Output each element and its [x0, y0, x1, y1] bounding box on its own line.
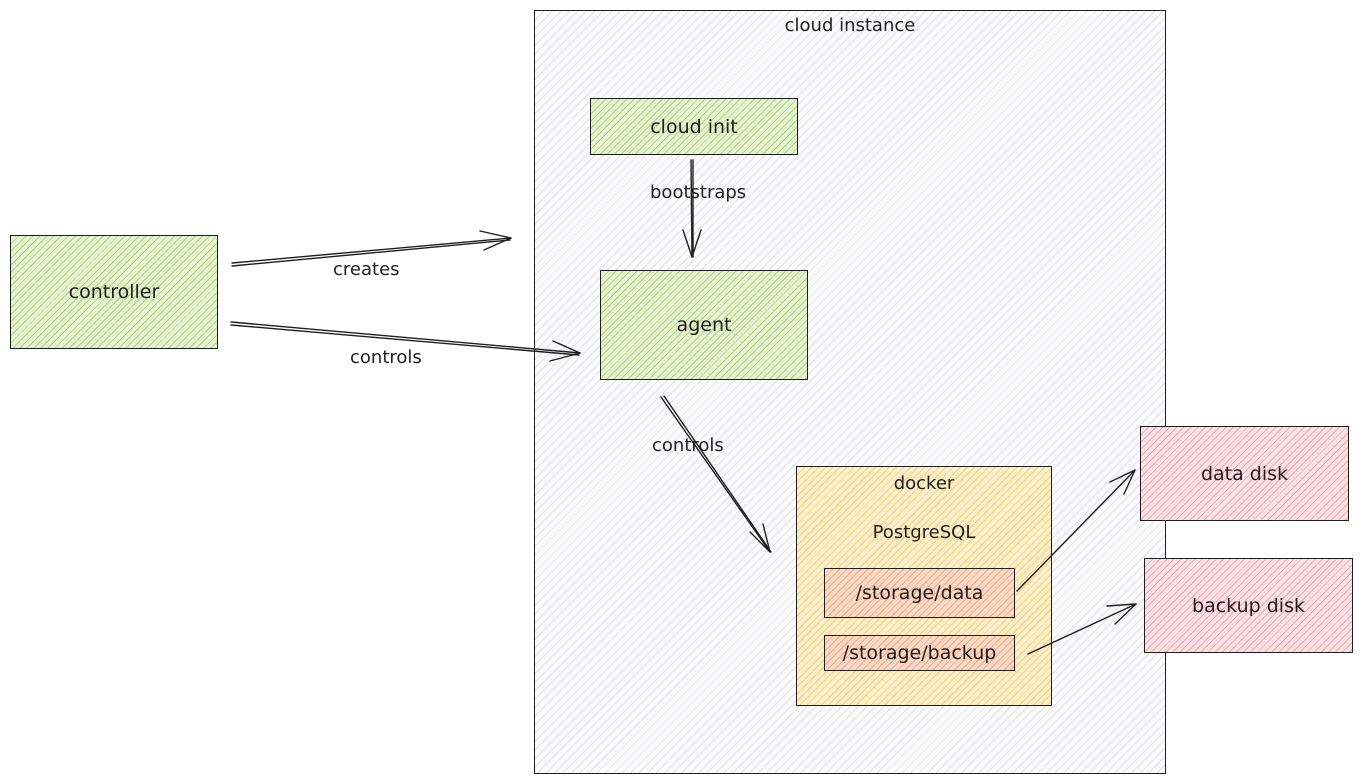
storage-data-label: /storage/data — [855, 582, 984, 604]
controller-controls-arrow — [230, 321, 581, 362]
backup-disk-arrow — [1027, 603, 1137, 655]
docker-container[interactable]: docker PostgreSQL /storage/data /storage… — [796, 466, 1052, 706]
creates-arrow — [231, 230, 512, 267]
agent-node[interactable]: agent — [600, 270, 808, 380]
postgresql-label: PostgreSQL — [872, 522, 976, 543]
cloud-init-node[interactable]: cloud init — [590, 98, 798, 155]
cloud-init-label: cloud init — [650, 115, 738, 138]
docker-label: docker — [893, 473, 955, 494]
backup-disk-node[interactable]: backup disk — [1144, 558, 1353, 653]
data-disk-label: data disk — [1200, 462, 1289, 485]
agent-label: agent — [676, 314, 732, 336]
controller-controls-edge-label: controls — [350, 347, 422, 368]
cloud-instance-label: cloud instance — [784, 15, 916, 36]
storage-data-mount[interactable]: /storage/data — [824, 568, 1015, 618]
storage-backup-mount[interactable]: /storage/backup — [824, 635, 1015, 671]
bootstraps-arrow — [682, 159, 702, 258]
backup-disk-label: backup disk — [1192, 594, 1305, 617]
bootstraps-edge-label: bootstraps — [650, 182, 747, 203]
data-disk-arrow — [1016, 469, 1136, 592]
creates-edge-label: creates — [333, 259, 400, 280]
controller-node[interactable]: controller — [10, 235, 218, 349]
data-disk-node[interactable]: data disk — [1140, 426, 1349, 521]
controller-label: controller — [68, 281, 160, 303]
storage-backup-label: /storage/backup — [842, 642, 997, 664]
agent-controls-edge-label: controls — [652, 435, 724, 456]
agent-controls-arrow — [660, 395, 772, 553]
